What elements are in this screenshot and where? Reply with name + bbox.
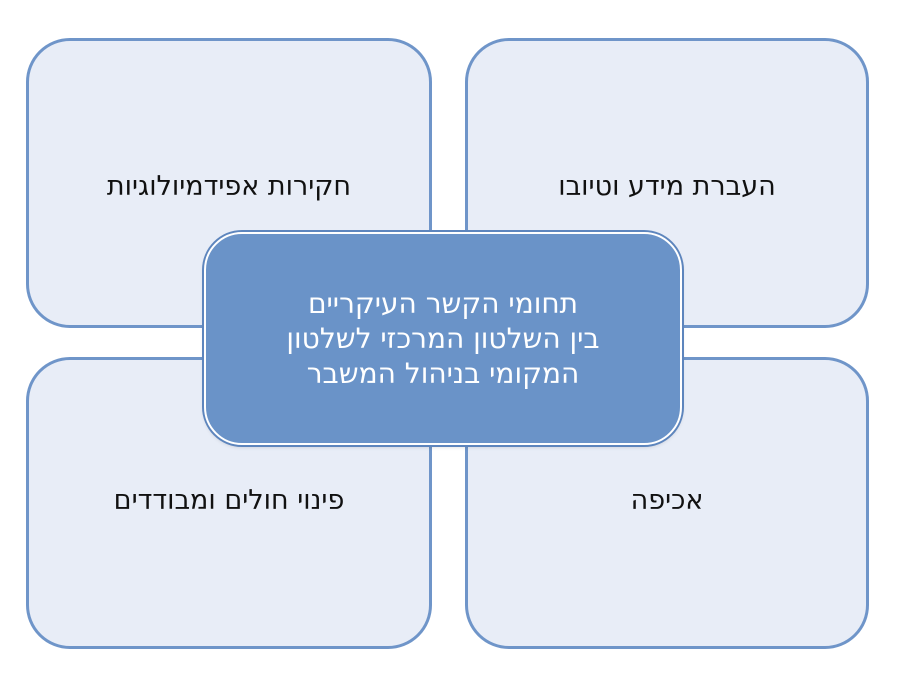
center-title-line: בין השלטון המרכזי לשלטון (286, 322, 600, 355)
quadrant-label: חקירות אפידמיולוגיות (106, 171, 352, 202)
quadrant-label: אכיפה (630, 485, 704, 516)
quadrant-label: פינוי חולים ומבודדים (113, 485, 345, 516)
center-title-line: המקומי בניהול המשבר (306, 357, 580, 390)
center-title-line: תחומי הקשר העיקריים (307, 287, 579, 320)
quadrant-label: העברת מידע וטיובו (558, 171, 776, 202)
center-topic-box: תחומי הקשר העיקריים בין השלטון המרכזי לש… (204, 232, 682, 445)
